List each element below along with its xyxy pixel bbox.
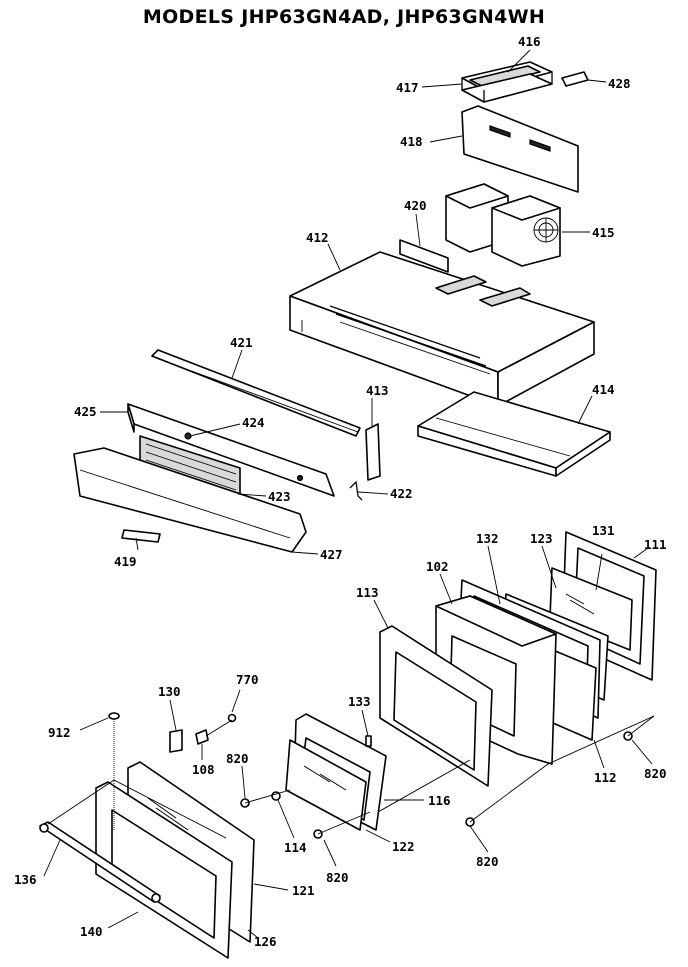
label-111: 111 [644,537,667,552]
label-820-lower: 820 [326,870,349,885]
vent-grille-416-417 [461,61,553,103]
label-427: 427 [320,547,343,562]
side-bracket-413 [365,423,381,481]
label-770: 770 [236,672,259,687]
label-425: 425 [74,404,97,419]
label-422: 422 [390,486,413,501]
label-419: 419 [114,554,137,569]
label-424: 424 [242,415,265,430]
label-132: 132 [476,531,499,546]
label-912: 912 [48,725,71,740]
door-frame-113 [379,625,493,787]
label-113: 113 [356,585,379,600]
label-414: 414 [592,382,615,397]
label-820-center: 820 [476,854,499,869]
label-428: 428 [608,76,631,91]
label-415: 415 [592,225,615,240]
handle-insert-419 [121,529,161,543]
diagram-title: MODELS JHP63GN4AD, JHP63GN4WH [142,6,546,28]
label-417: 417 [396,80,419,95]
label-116: 116 [428,793,451,808]
vent-housing-412 [289,251,595,407]
clip-108 [195,729,209,745]
label-133: 133 [348,694,371,709]
label-122: 122 [392,839,415,854]
leader-lines [43,49,655,939]
label-123: 123 [530,531,553,546]
glass-131 [549,567,633,651]
washer-114 [271,791,281,801]
label-412: 412 [306,230,329,245]
blower-assembly-415 [445,183,561,267]
label-820-right: 820 [644,766,667,781]
door-handle-136 [39,821,161,903]
label-114: 114 [284,840,307,855]
door-hinge-130 [169,729,183,753]
label-130: 130 [158,684,181,699]
clip-428 [561,71,589,87]
label-112: 112 [594,770,617,785]
screw-770 [227,713,237,723]
screw-912 [108,712,120,830]
control-panel-427 [73,447,307,553]
window-glass-122 [285,739,367,831]
label-416: 416 [518,34,541,49]
control-bracket-425 [127,403,335,497]
label-108: 108 [192,762,215,777]
door-front-frame-140 [95,781,233,959]
label-418: 418 [400,134,423,149]
screw-133 [365,735,372,747]
label-140: 140 [80,924,103,939]
panel-418 [461,105,579,193]
clip-422 [349,480,363,501]
label-136: 136 [14,872,37,887]
label-102: 102 [426,559,449,574]
trim-strip-421 [151,349,361,437]
label-131: 131 [592,523,615,538]
label-820-left: 820 [226,751,249,766]
bracket-420 [399,239,449,273]
duct-414 [417,391,611,477]
label-420: 420 [404,198,427,213]
label-413: 413 [366,383,389,398]
label-126: 126 [254,934,277,949]
label-423: 423 [268,489,291,504]
label-121: 121 [292,883,315,898]
label-421: 421 [230,335,253,350]
